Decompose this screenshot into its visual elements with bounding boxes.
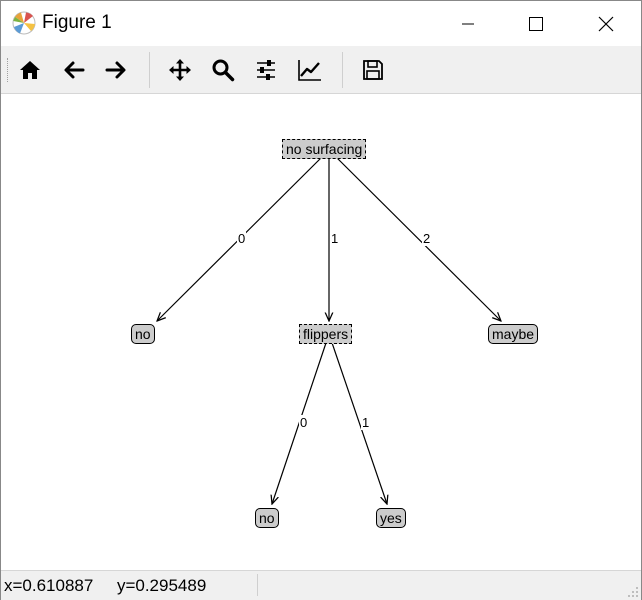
edge-label-1: 1	[361, 415, 371, 430]
arrow-right-icon	[105, 61, 126, 79]
tree-leaf-yes: yes	[376, 508, 406, 528]
back-button[interactable]	[58, 54, 90, 86]
status-bar: x=0.610887 y=0.295489	[1, 570, 641, 600]
close-button[interactable]	[583, 1, 629, 46]
configure-subplots-button[interactable]	[250, 54, 282, 86]
magnifier-icon	[212, 59, 235, 82]
edge-flippers-yes	[328, 333, 387, 504]
tree-node-flippers: flippers	[299, 324, 353, 344]
toolbar-grip[interactable]	[7, 58, 10, 82]
matplotlib-logo-icon	[12, 11, 36, 35]
tree-node-root: no surfacing	[282, 139, 367, 159]
tree-leaf-no: no	[131, 324, 155, 344]
sliders-icon	[257, 60, 275, 80]
cursor-coordinates: x=0.610887 y=0.295489	[4, 576, 207, 595]
minimize-icon	[462, 23, 474, 24]
title-bar[interactable]: Figure 1	[1, 1, 641, 46]
edge-label-1: 1	[330, 231, 340, 246]
edge-label-0: 0	[237, 231, 247, 246]
edge-root-maybe	[328, 149, 501, 321]
minimize-button[interactable]	[445, 1, 491, 46]
close-icon	[598, 16, 614, 31]
zoom-button[interactable]	[207, 54, 239, 86]
toolbar-separator	[149, 52, 150, 88]
line-chart-icon	[298, 60, 321, 81]
figure-canvas[interactable]: no surfacing 0 1 2 no flippers maybe 0 1…	[1, 94, 641, 570]
edge-label-2: 2	[422, 231, 432, 246]
edit-axis-button[interactable]	[294, 54, 326, 86]
tree-leaf-maybe: maybe	[488, 324, 539, 344]
floppy-disk-icon	[363, 60, 383, 80]
status-separator	[257, 574, 258, 596]
edge-label-0: 0	[299, 415, 309, 430]
maximize-button[interactable]	[513, 1, 559, 46]
toolbar-separator	[342, 52, 343, 88]
home-button[interactable]	[14, 54, 46, 86]
pan-button[interactable]	[164, 54, 196, 86]
resize-grip-icon[interactable]	[627, 586, 639, 598]
home-icon	[20, 61, 40, 79]
forward-button[interactable]	[100, 54, 132, 86]
move-icon	[169, 59, 191, 81]
maximize-icon	[529, 16, 543, 31]
save-button[interactable]	[357, 54, 389, 86]
window-title: Figure 1	[42, 12, 112, 33]
navigation-toolbar	[1, 46, 641, 94]
tree-leaf-no: no	[255, 508, 279, 528]
arrow-left-icon	[64, 61, 85, 79]
